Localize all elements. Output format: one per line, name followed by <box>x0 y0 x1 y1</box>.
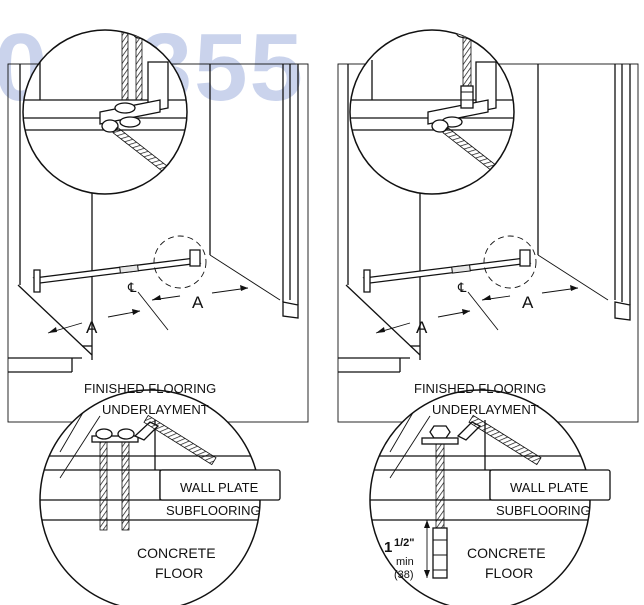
depth-fraction: 1/2" <box>394 537 415 549</box>
left-dimension-a-left: A <box>86 318 98 337</box>
depth-min-label: min <box>396 556 414 568</box>
diagonal-screw-icon <box>143 414 217 466</box>
left-label-concrete: CONCRETE <box>137 545 216 561</box>
right-label-finished-flooring: FINISHED FLOORING <box>414 381 546 396</box>
right-bottom-detail <box>369 389 611 605</box>
anchor-bolt-icon <box>462 35 472 87</box>
right-dimension-a-left: A <box>416 318 428 337</box>
right-panel: ℄ A A <box>337 29 639 605</box>
left-label-finished-flooring: FINISHED FLOORING <box>84 381 216 396</box>
left-centerline-mark: ℄ <box>127 280 137 295</box>
right-top-detail <box>349 29 515 195</box>
left-dimension-arrows <box>47 285 249 334</box>
right-label-wall-plate: WALL PLATE <box>510 480 589 495</box>
screw-icon <box>121 439 130 531</box>
right-floor-bracket <box>362 249 532 293</box>
anchor-bolt-icon <box>435 443 445 529</box>
right-dimension-a-right: A <box>522 293 534 312</box>
left-dimension-a-right: A <box>192 293 204 312</box>
right-label-subflooring: SUBFLOORING <box>496 503 591 518</box>
right-centerline-mark: ℄ <box>457 280 467 295</box>
depth-metric: (38) <box>394 569 414 581</box>
right-label-concrete: CONCRETE <box>467 545 546 561</box>
hex-bolt-head-icon <box>457 30 477 31</box>
right-detail-callout <box>483 235 537 289</box>
diagonal-screw-icon <box>468 414 542 466</box>
right-dimension-arrows <box>375 285 579 334</box>
screw-icon <box>99 439 108 531</box>
left-bottom-detail <box>39 389 281 605</box>
left-detail-callout <box>153 235 207 289</box>
right-label-floor: FLOOR <box>485 565 533 581</box>
screw-icon <box>121 30 129 101</box>
depth-whole-number: 1 <box>384 539 392 556</box>
left-label-wall-plate: WALL PLATE <box>180 480 259 495</box>
left-label-underlayment: UNDERLAYMENT <box>102 402 209 417</box>
hex-bolt-head-icon <box>429 425 451 439</box>
left-label-floor: FLOOR <box>155 565 203 581</box>
left-label-subflooring: SUBFLOORING <box>166 503 261 518</box>
left-panel: ℄ A A <box>7 29 309 605</box>
screw-icon <box>135 35 143 101</box>
left-floor-bracket <box>32 249 202 293</box>
right-label-underlayment: UNDERLAYMENT <box>432 402 539 417</box>
